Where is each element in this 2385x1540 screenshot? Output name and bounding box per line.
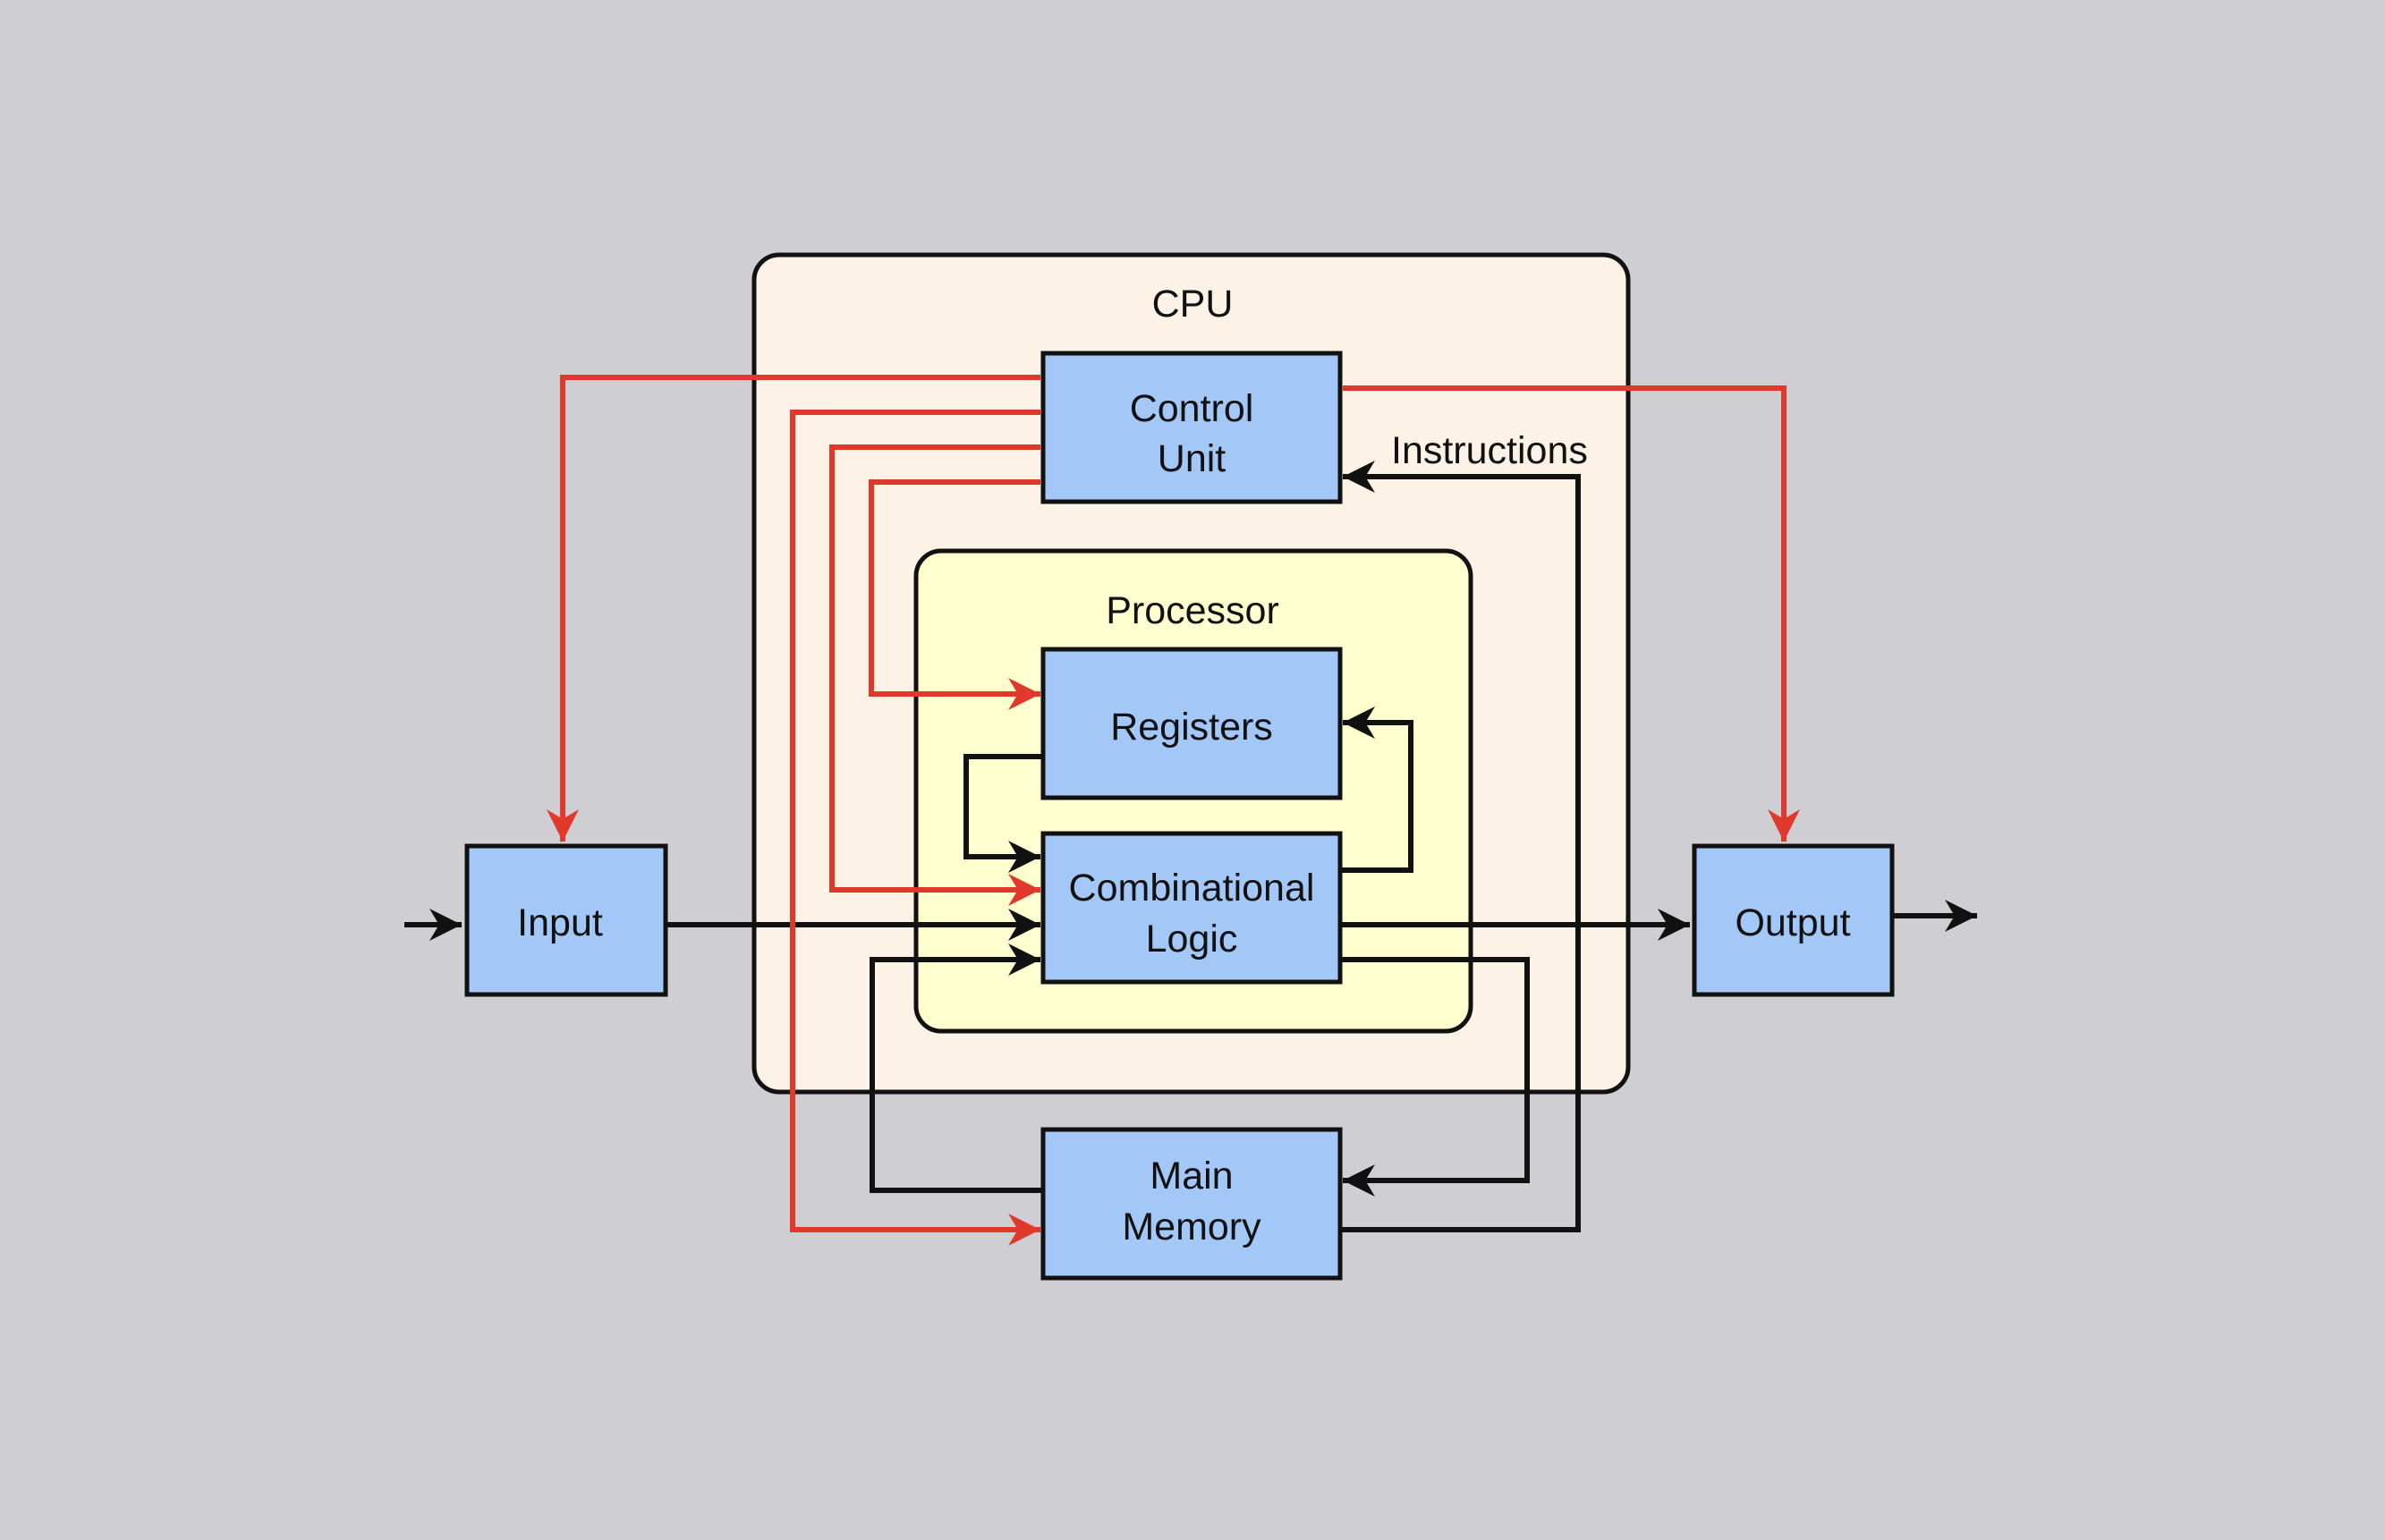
combinational-logic-label-line2: Logic (1146, 918, 1238, 960)
control-to-output-wire (1311, 372, 1800, 842)
output-block: Output (1692, 843, 1895, 997)
input-block: Input (464, 843, 668, 997)
control-unit-block: Control Unit (1040, 351, 1343, 504)
main-memory-label-line2: Memory (1122, 1206, 1261, 1248)
control-to-input-wire (547, 361, 1073, 842)
registers-block: Registers (1040, 647, 1343, 800)
control-to-logic-wire (829, 431, 1073, 906)
memory-to-logic-wire (870, 943, 1043, 1193)
instructions-label: Instructions (1391, 429, 1588, 472)
control-unit-label-line2: Unit (1158, 437, 1226, 480)
cpu-label: CPU (1152, 283, 1234, 326)
processor-label: Processor (1106, 589, 1279, 632)
registers-label: Registers (1110, 706, 1273, 749)
control-wires (547, 361, 1800, 1246)
main-memory-label-line1: Main (1150, 1155, 1233, 1197)
control-to-memory-wire (790, 396, 1073, 1246)
combinational-logic-label-line1: Combinational (1069, 867, 1315, 910)
output-label: Output (1735, 901, 1850, 944)
control-unit-label-line1: Control (1130, 387, 1254, 430)
logic-to-memory-wire (1340, 957, 1530, 1197)
control-to-registers-wire (869, 466, 1073, 710)
combinational-logic-block: Combinational Logic (1040, 831, 1343, 985)
input-label: Input (517, 901, 603, 944)
main-memory-block: Main Memory (1040, 1127, 1343, 1281)
